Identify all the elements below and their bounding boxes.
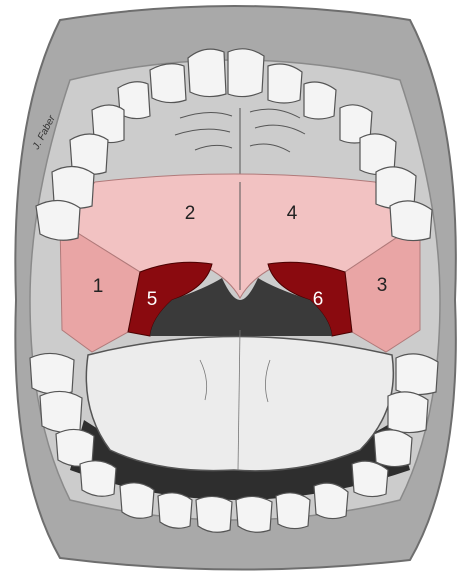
region-label-6: 6 [313, 289, 324, 310]
region-label-4: 4 [287, 203, 298, 224]
region-label-3: 3 [377, 275, 388, 296]
region-label-5: 5 [147, 289, 158, 310]
region-label-2: 2 [185, 203, 196, 224]
region-label-1: 1 [93, 276, 104, 297]
